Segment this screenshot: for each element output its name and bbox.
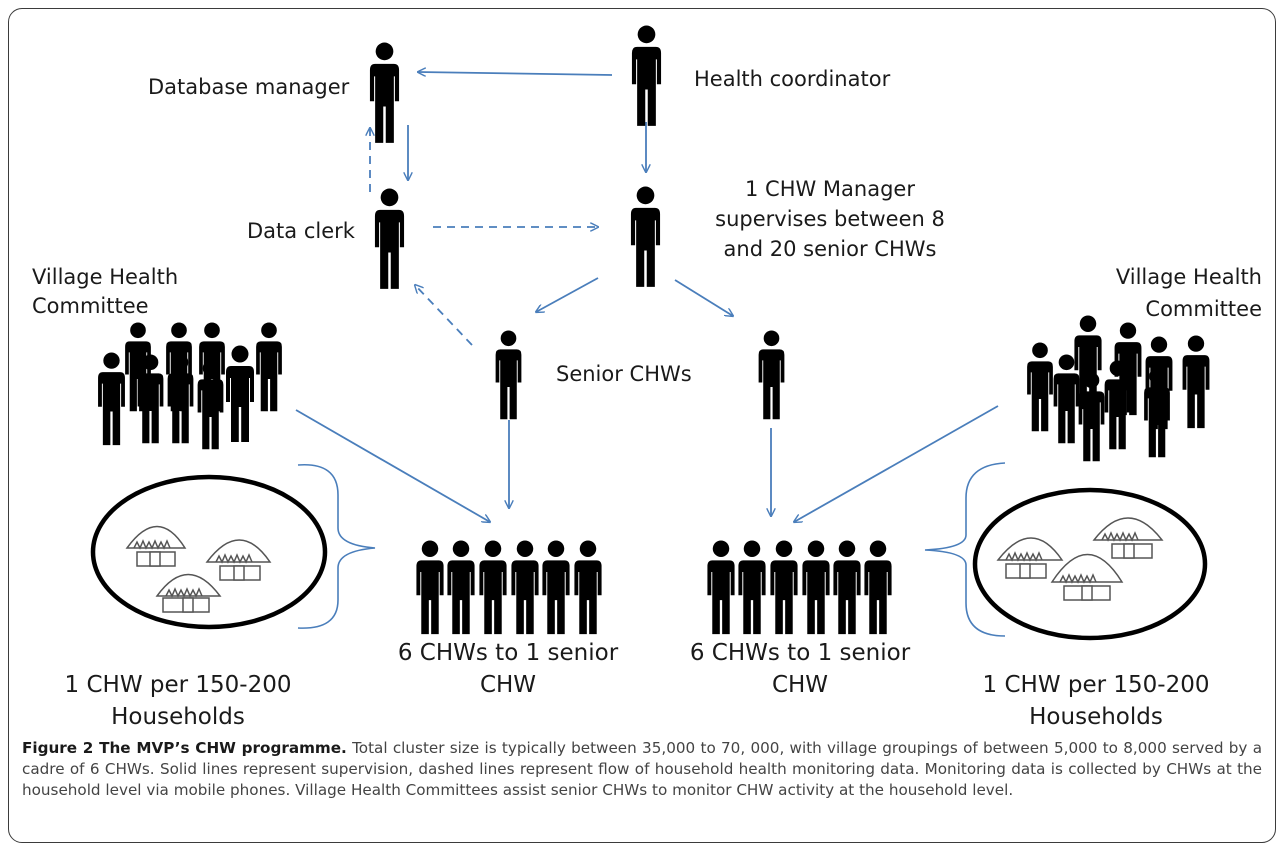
svg-text:CHW: CHW [772, 672, 828, 698]
db-manager-label: Database manager [148, 75, 350, 99]
senior-chws-label: Senior CHWs [556, 362, 692, 386]
svg-text:Committee: Committee [32, 294, 149, 318]
svg-text:CHW: CHW [480, 672, 536, 698]
brace-left [297, 463, 376, 629]
arrow-chw-manager-to-senior-left [536, 277, 599, 312]
households-right-label: 1 CHW per 150-200 Households [983, 672, 1210, 730]
svg-text:6 CHWs to 1 senior: 6 CHWs to 1 senior [690, 640, 911, 666]
database-manager-icon [369, 42, 400, 143]
svg-text:and 20 senior CHWs: and 20 senior CHWs [724, 237, 937, 261]
arrow-coordinator-to-db-manager [418, 72, 613, 75]
svg-text:Committee: Committee [1145, 297, 1262, 321]
arrow-vhc-left-to-chws [295, 409, 490, 522]
svg-text:supervises between 8: supervises between 8 [715, 207, 945, 231]
chw-group-left-icon [416, 540, 602, 635]
senior-chw-left-icon [495, 330, 522, 420]
health-coordinator-icon [631, 25, 662, 126]
chw-group-right-icon [707, 540, 892, 635]
svg-text:Village Health: Village Health [1116, 265, 1262, 289]
health-coordinator-label: Health coordinator [694, 67, 891, 91]
caption-title: Figure 2 The MVP’s CHW programme. [22, 739, 347, 757]
households-left [90, 474, 328, 630]
vhc-right-label: Village Health Committee [1116, 265, 1262, 321]
chw-group-left-label: 6 CHWs to 1 senior CHW [398, 640, 619, 698]
svg-text:1 CHW per 150-200: 1 CHW per 150-200 [65, 672, 292, 698]
arrow-senior-to-data-clerk [415, 285, 473, 346]
data-clerk-icon [374, 188, 405, 289]
svg-text:Households: Households [111, 704, 245, 730]
hut-icon [125, 525, 187, 567]
data-clerk-label: Data clerk [247, 219, 356, 243]
senior-chw-right-icon [758, 330, 785, 420]
hut-icon [155, 573, 222, 613]
svg-text:Village Health: Village Health [32, 265, 178, 289]
households-right [972, 487, 1208, 641]
svg-text:6 CHWs to 1 senior: 6 CHWs to 1 senior [398, 640, 619, 666]
figure-caption: Figure 2 The MVP’s CHW programme. Total … [22, 738, 1262, 801]
vhc-left-label: Village Health Committee [32, 265, 178, 318]
households-left-label: 1 CHW per 150-200 Households [65, 672, 292, 730]
arrow-vhc-right-to-chws [794, 405, 999, 522]
arrows [295, 72, 999, 522]
hut-icon [205, 539, 272, 581]
hut-icon [1050, 553, 1124, 601]
svg-text:1 CHW per 150-200: 1 CHW per 150-200 [983, 672, 1210, 698]
hut-icon [996, 537, 1064, 579]
org-diagram: Database manager Health coordinator Data… [32, 25, 1262, 730]
svg-text:Households: Households [1029, 704, 1163, 730]
vhc-right-group-icon [1027, 315, 1210, 462]
arrow-chw-manager-to-senior-right [674, 279, 733, 316]
vhc-left-group-icon [98, 322, 282, 450]
svg-text:1 CHW Manager: 1 CHW Manager [745, 177, 915, 201]
brace-right [924, 462, 1006, 637]
caption-text: Total cluster size is typically between … [22, 739, 1263, 799]
hut-icon [1092, 517, 1164, 559]
chw-manager-icon [630, 186, 661, 287]
chw-manager-label: 1 CHW Manager supervises between 8 and 2… [715, 177, 945, 261]
chw-group-right-label: 6 CHWs to 1 senior CHW [690, 640, 911, 698]
figure-frame [8, 8, 1276, 843]
